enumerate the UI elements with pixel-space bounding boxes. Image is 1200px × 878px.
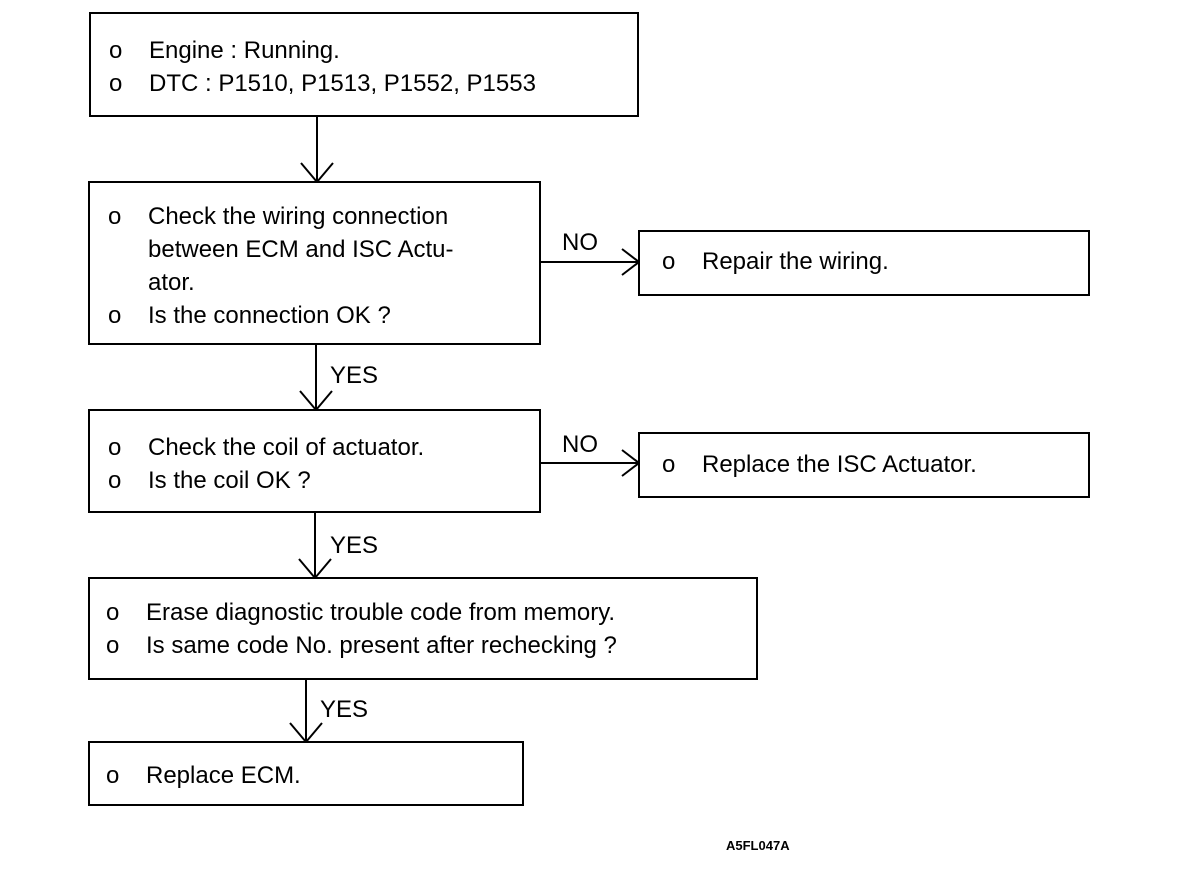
coil-ok-question: Is the coil OK ?: [148, 467, 311, 494]
engine-running-text: Engine : Running.: [149, 37, 340, 64]
no-label-coil: NO: [562, 431, 598, 458]
bullet: o: [108, 434, 122, 461]
check-wiring-text: Check the wiring connection between ECM …: [148, 200, 453, 299]
bullet: o: [106, 599, 120, 626]
bullet: o: [662, 248, 676, 275]
check-coil-item-2: o Is the coil OK ?: [108, 464, 311, 497]
replace-ecm-item: o Replace ECM.: [106, 759, 301, 792]
bullet: o: [108, 203, 122, 230]
bullet: o: [662, 451, 676, 478]
bullet: o: [109, 37, 123, 64]
replace-actuator-item: o Replace the ISC Actuator.: [662, 448, 977, 481]
erase-code-box: o Erase diagnostic trouble code from mem…: [88, 577, 758, 680]
check-coil-text: Check the coil of actuator.: [148, 434, 425, 461]
erase-code-item-2: o Is same code No. present after recheck…: [106, 629, 617, 662]
dtc-codes-text: DTC : P1510, P1513, P1552, P1553: [149, 70, 536, 97]
bullet: o: [108, 467, 122, 494]
yes-label-coil: YES: [330, 532, 379, 559]
replace-actuator-text: Replace the ISC Actuator.: [702, 451, 977, 478]
replace-ecm-text: Replace ECM.: [146, 762, 301, 789]
start-box: o Engine : Running. o DTC : P1510, P1513…: [89, 12, 639, 117]
check-coil-item-1: o Check the coil of actuator.: [108, 431, 424, 464]
repair-wiring-text: Repair the wiring.: [702, 248, 889, 275]
yes-label-wiring: YES: [330, 362, 379, 389]
check-wiring-line-3: ator.: [148, 269, 195, 296]
replace-actuator-box: o Replace the ISC Actuator.: [638, 432, 1090, 498]
no-label-wiring: NO: [562, 229, 598, 256]
yes-label-erase: YES: [320, 696, 369, 723]
check-wiring-line-1: Check the wiring connection: [148, 203, 449, 230]
replace-ecm-box: o Replace ECM.: [88, 741, 524, 806]
check-wiring-box: o Check the wiring connection between EC…: [88, 181, 541, 345]
repair-wiring-item: o Repair the wiring.: [662, 245, 889, 278]
erase-code-text: Erase diagnostic trouble code from memor…: [146, 599, 616, 626]
start-item-2: o DTC : P1510, P1513, P1552, P1553: [109, 67, 536, 100]
check-coil-box: o Check the coil of actuator. o Is the c…: [88, 409, 541, 513]
repair-wiring-box: o Repair the wiring.: [638, 230, 1090, 296]
check-wiring-item-2: o Is the connection OK ?: [108, 299, 391, 332]
bullet: o: [108, 302, 122, 329]
erase-code-item-1: o Erase diagnostic trouble code from mem…: [106, 596, 615, 629]
check-wiring-line-2: between ECM and ISC Actu-: [148, 236, 454, 263]
figure-code: A5FL047A: [726, 838, 790, 853]
check-wiring-item-1: o Check the wiring connection between EC…: [108, 200, 453, 299]
bullet: o: [106, 762, 120, 789]
bullet: o: [109, 70, 123, 97]
bullet: o: [106, 632, 120, 659]
connection-ok-question: Is the connection OK ?: [148, 302, 391, 329]
start-item-1: o Engine : Running.: [109, 34, 340, 67]
same-code-question: Is same code No. present after recheckin…: [146, 632, 617, 659]
